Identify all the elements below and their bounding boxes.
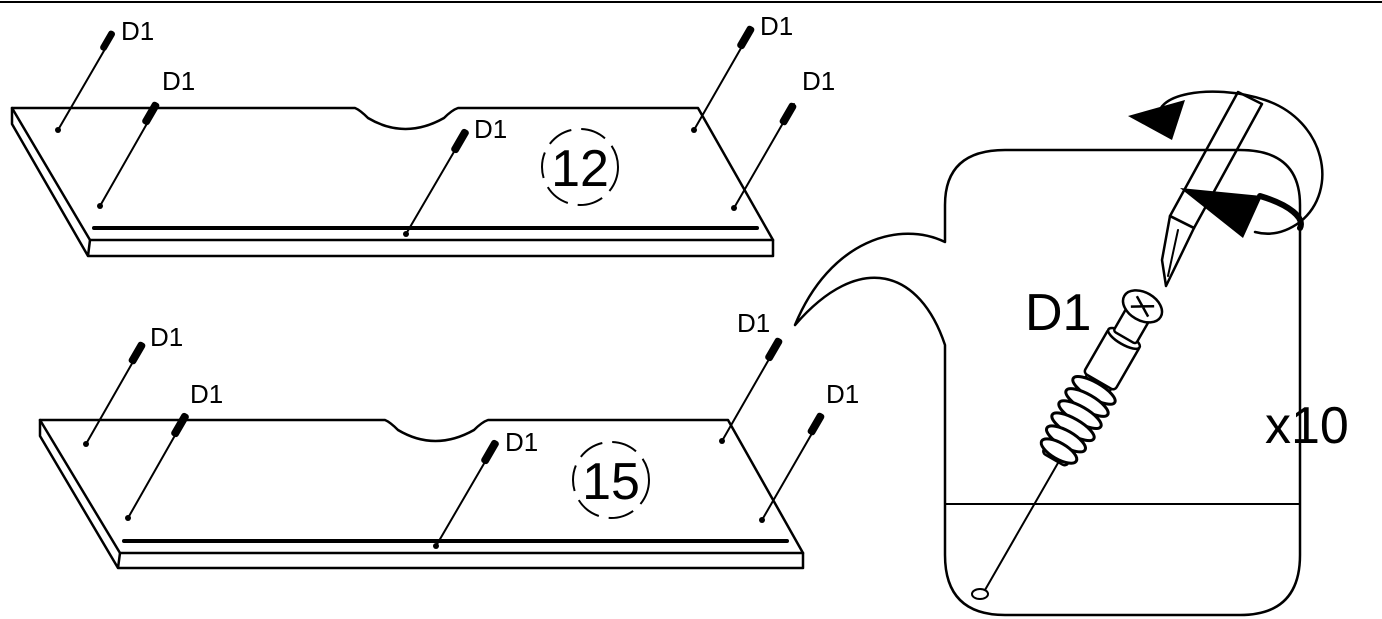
dowel-pin-icon [779, 102, 798, 127]
part-label-d1: D1 [826, 379, 859, 409]
part-label-d1: D1 [505, 427, 538, 457]
dowel-pin-icon [99, 29, 116, 52]
dowel-pin-icon [807, 412, 826, 437]
part-label-d1: D1 [150, 322, 183, 352]
panel-12-fittings: D1 D1 D1 D1 D1 [55, 11, 835, 237]
detail-part-label: D1 [1025, 284, 1091, 342]
part-label-d1: D1 [737, 308, 770, 338]
dowel-pin-icon [480, 439, 500, 466]
panel-15: 15 [40, 420, 803, 568]
panel-15-board [40, 420, 803, 553]
panel-15-number: 15 [582, 453, 640, 511]
dowel-pin-icon [736, 25, 755, 51]
panel-12: 12 [12, 108, 773, 256]
part-label-d1: D1 [474, 114, 507, 144]
dowel-pin-icon [141, 101, 160, 127]
panel-12-board [12, 108, 773, 240]
panel-15-thickness [40, 420, 803, 568]
part-label-d1: D1 [121, 16, 154, 46]
dowel-pin-icon [764, 337, 783, 363]
part-label-d1: D1 [802, 66, 835, 96]
quantity-label: x10 [1265, 397, 1349, 455]
part-label-d1: D1 [760, 11, 793, 41]
panel-15-fittings: D1 D1 D1 D1 D1 [83, 308, 859, 549]
dowel-pin-icon [450, 128, 470, 155]
part-label-d1: D1 [190, 379, 223, 409]
part-label-d1: D1 [162, 66, 195, 96]
dowel-pin-icon [170, 412, 190, 439]
panel-12-thickness [12, 108, 773, 256]
detail-callout: D1 x10 [795, 92, 1349, 615]
dowel-pin-icon [128, 341, 147, 366]
panel-12-number: 12 [551, 140, 609, 198]
